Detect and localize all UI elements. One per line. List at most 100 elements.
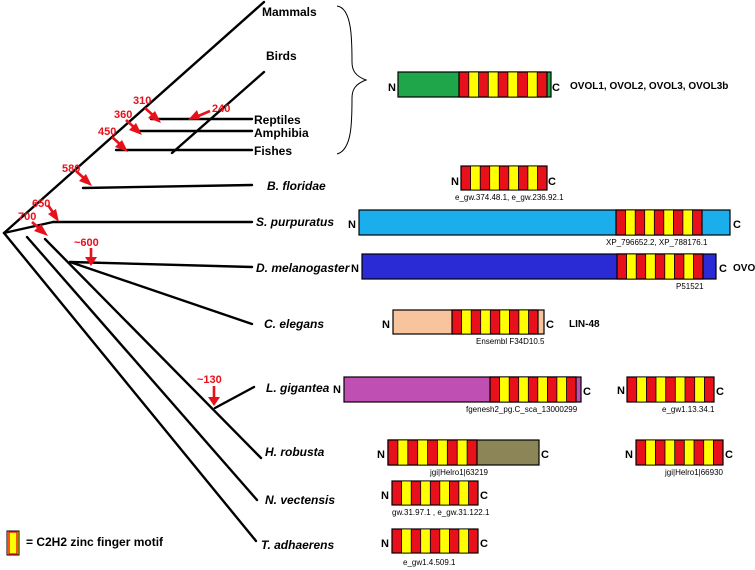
arrow-240	[188, 109, 211, 120]
tree-branch-bfloridae	[81, 183, 254, 190]
c-terminus-label: C	[546, 319, 554, 331]
c-terminus-label: C	[583, 386, 591, 398]
tree-branch-tadhaerens	[2, 231, 258, 543]
c-terminus-label: C	[541, 449, 549, 461]
c2h2-zinc-finger-motif	[683, 439, 695, 466]
c2h2-zinc-finger-motif	[636, 376, 647, 403]
age-label-240: 240	[212, 103, 230, 115]
arrow-700	[31, 221, 48, 236]
protein-celegans: N C LIN-48 Ensembl F34D10.5	[382, 309, 600, 346]
c-terminus-label: C	[480, 538, 488, 550]
c2h2-zinc-finger-motif	[683, 253, 694, 280]
n-terminus-label: N	[377, 449, 385, 461]
taxon-label-celegans: C. elegans	[264, 317, 324, 331]
c2h2-zinc-finger-motif	[468, 71, 479, 98]
accession-lgigantea-1: fgenesh2_pg.C_sca_13000299	[466, 405, 578, 414]
c2h2-zinc-finger-motif	[439, 528, 450, 554]
vertebrate-bracket	[336, 5, 368, 155]
c2h2-zinc-finger-motif	[527, 71, 538, 98]
c2h2-zinc-finger-motif	[458, 480, 469, 506]
n-terminus-label: N	[333, 384, 341, 396]
protein-hrobusta-1: N C jgi|Helro1|63219	[377, 439, 549, 477]
accession-nvectensis: gw.31.97.1 , e_gw.31.122.1	[392, 508, 490, 517]
tree-branch-mammals	[2, 0, 266, 235]
arrow-130	[208, 386, 220, 406]
c2h2-zinc-finger-motif	[663, 209, 674, 236]
arrow-600	[85, 248, 97, 266]
c2h2-zinc-finger-motif	[401, 528, 412, 554]
arrow-310	[144, 107, 161, 123]
c2h2-zinc-finger-motif	[489, 165, 500, 191]
tree-branch-birds	[170, 70, 266, 155]
zinc-finger-cluster-hrobusta-1	[387, 439, 478, 466]
accession-lgigantea-2: e_gw1.13.34.1	[662, 405, 715, 414]
protein-lgigantea-2: N C e_gw1.13.34.1	[617, 376, 724, 414]
taxon-label-amphibia: Amphibia	[254, 126, 309, 140]
tree-branch-hrobusta	[43, 237, 263, 460]
c2h2-zinc-finger-motif	[461, 309, 472, 335]
age-label-600: ~600	[74, 237, 99, 249]
c-terminus-label: C	[552, 82, 560, 94]
taxon-label-dmelanogaster: D. melanogaster	[256, 261, 351, 275]
arrow-360	[125, 119, 142, 135]
c2h2-zinc-finger-motif	[499, 309, 510, 335]
age-label-130: ~130	[197, 374, 222, 386]
protein-ovol: N C OVOL1, OVOL2, OVOL3, OVOL3b	[388, 71, 728, 98]
tree-branch-celegans	[68, 260, 254, 326]
c2h2-zinc-finger-motif	[420, 480, 431, 506]
age-label-310: 310	[133, 95, 151, 107]
c2h2-zinc-finger-motif	[439, 480, 450, 506]
zinc-finger-cluster-bfloridae	[460, 165, 548, 191]
legend: = C2H2 zinc finger motif	[6, 530, 164, 556]
protein-nvectensis: N C gw.31.97.1 , e_gw.31.122.1	[381, 480, 490, 517]
phylogenetic-tree	[2, 0, 266, 543]
n-terminus-label: N	[451, 176, 459, 188]
legend-label: = C2H2 zinc finger motif	[26, 535, 164, 549]
c2h2-zinc-finger-motif	[645, 439, 656, 466]
c-terminus-label: C	[548, 176, 556, 188]
c-terminus-label: C	[733, 219, 741, 231]
zinc-finger-cluster-nvectensis	[391, 480, 479, 506]
accession-celegans: Ensembl F34D10.5	[476, 337, 545, 346]
tree-branch-dmelanogaster	[68, 260, 254, 269]
tree-stem	[2, 220, 55, 235]
zinc-finger-cluster-tadhaerens	[391, 528, 479, 554]
tree-branch-nvectensis	[25, 235, 259, 502]
n-terminus-label: N	[381, 490, 389, 502]
accession-tadhaerens: e_gw1.4.509.1	[403, 558, 456, 567]
zinc-finger-cluster-dmelanogaster	[616, 253, 704, 280]
c2h2-zinc-finger-motif	[480, 309, 491, 335]
c2h2-zinc-finger-motif	[625, 209, 636, 236]
protein-bfloridae: N C e_gw.374.48.1, e_gw.236.92.1	[451, 165, 564, 202]
c-terminus-label: C	[725, 449, 733, 461]
c2h2-zinc-finger-motif	[626, 253, 637, 280]
c2h2-zinc-finger-motif	[682, 209, 693, 236]
protein-name-celegans: LIN-48	[569, 319, 600, 330]
zinc-finger-cluster-lgigantea-2	[626, 376, 715, 403]
taxon-label-spurpuratus: S. purpuratus	[256, 215, 334, 229]
taxon-label-nvectensis: N. vectensis	[265, 493, 335, 507]
arrow-450	[111, 136, 128, 152]
c2h2-zinc-finger-motif	[508, 165, 519, 191]
c2h2-zinc-finger-motif	[436, 439, 448, 466]
accession-hrobusta-2: jgi|Helro1|66930	[664, 468, 724, 477]
protein-name-dmelanogaster: OVO	[733, 263, 755, 274]
arrow-650	[46, 204, 59, 222]
taxon-label-hrobusta: H. robusta	[265, 445, 325, 459]
n-terminus-label: N	[617, 385, 625, 397]
c2h2-zinc-finger-motif	[556, 376, 567, 403]
protein-hrobusta-2: N C jgi|Helro1|66930	[625, 439, 733, 477]
arrow-580	[75, 170, 92, 186]
c2h2-zinc-finger-motif	[420, 528, 431, 554]
legend-swatch-zinc-finger	[6, 530, 20, 556]
c2h2-zinc-finger-motif	[645, 253, 656, 280]
taxon-label-fishes: Fishes	[254, 144, 292, 158]
taxon-label-lgigantea: L. gigantea	[266, 381, 330, 395]
c2h2-zinc-finger-motif	[417, 439, 429, 466]
accession-bfloridae: e_gw.374.48.1, e_gw.236.92.1	[455, 193, 564, 202]
n-terminus-label: N	[382, 319, 390, 331]
taxon-label-reptiles: Reptiles	[254, 113, 301, 127]
age-label-650: 650	[32, 198, 50, 210]
accession-dmelanogaster: P51521	[676, 282, 704, 291]
c-terminus-label: C	[480, 490, 488, 502]
